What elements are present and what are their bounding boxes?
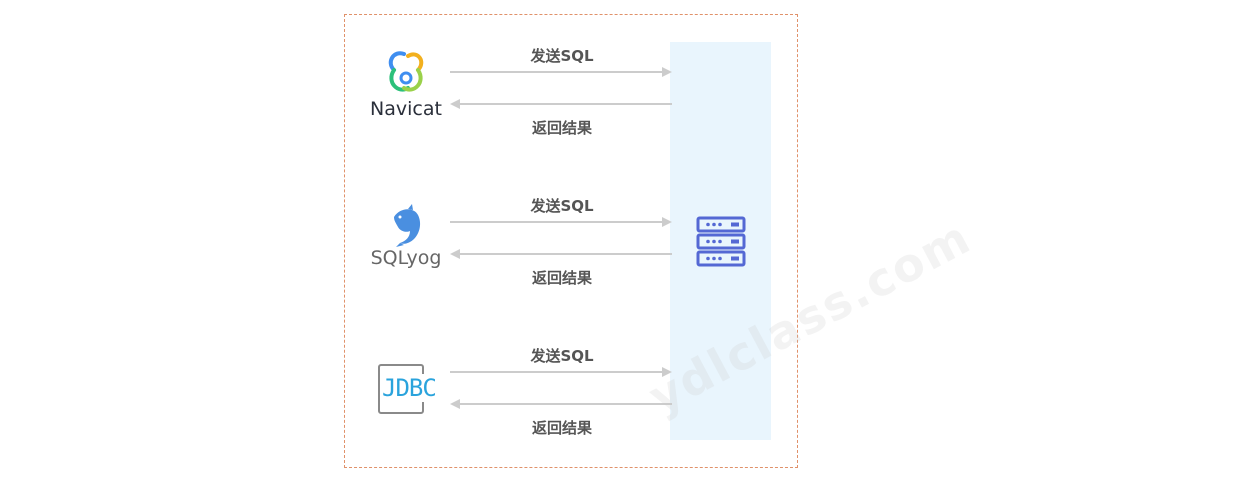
client-jdbc: JDBC [360,364,452,416]
send-arrow [450,67,672,77]
client-label: Navicat [370,98,442,120]
return-result-label: 返回结果 [531,269,592,287]
send-arrow [450,217,672,227]
jdbc-logo-text: JDBC [382,374,437,402]
diagram-frame [344,14,798,468]
navicat-logo-icon [388,51,424,92]
return-arrow [450,399,672,409]
return-arrow [450,249,672,259]
return-result-label: 返回结果 [531,419,592,437]
client-label: SQLyog [370,247,442,269]
client-sqlyog: SQLyog [360,203,452,269]
return-result-label: 返回结果 [531,119,592,137]
return-arrow [450,99,672,109]
dolphin-icon [394,204,421,247]
send-arrow [450,367,672,377]
client-navicat: Navicat [360,48,452,120]
send-sql-label: 发送SQL [530,197,594,215]
send-sql-label: 发送SQL [530,47,594,65]
send-sql-label: 发送SQL [530,347,594,365]
database-server-icon [696,216,746,267]
